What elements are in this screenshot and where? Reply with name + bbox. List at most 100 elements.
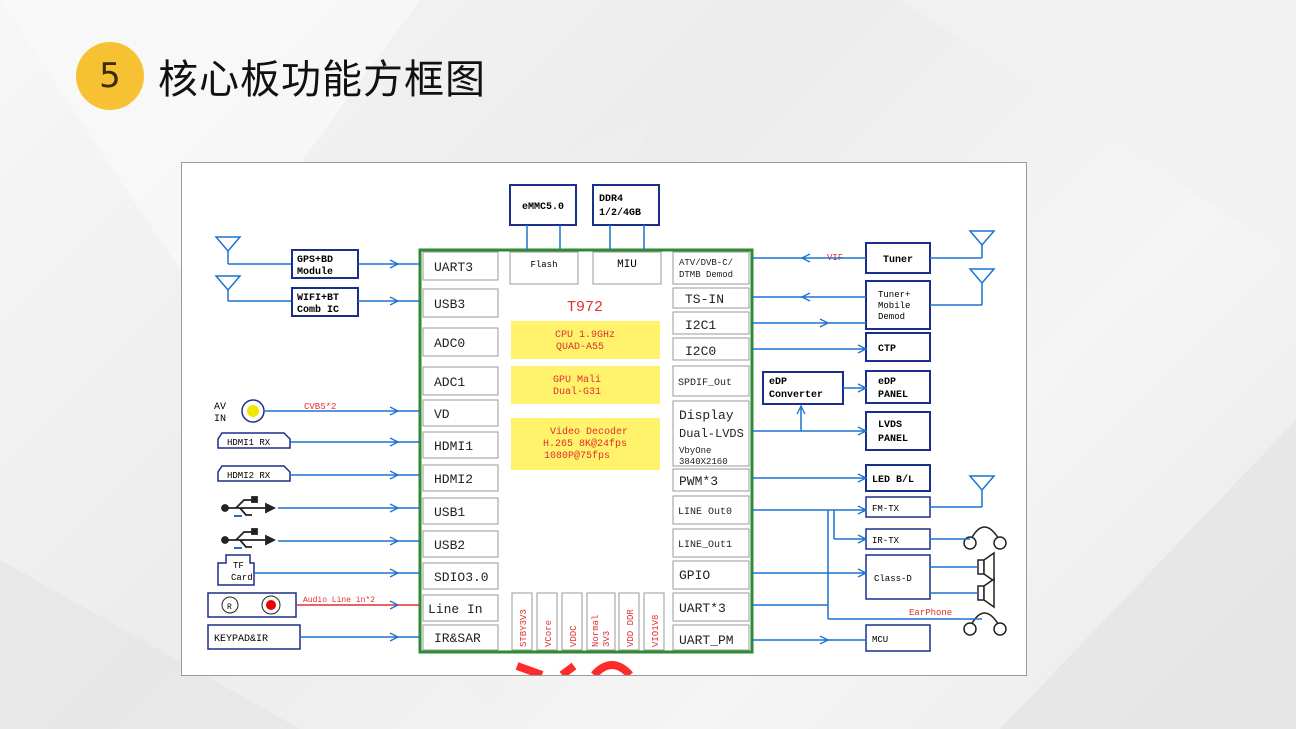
rail-vdd-ddr: VDD DDR bbox=[626, 609, 636, 647]
tf-card-icon bbox=[217, 554, 255, 586]
gps-label-1: GPS+BD bbox=[297, 255, 333, 266]
right-inbound-connections bbox=[802, 258, 866, 297]
port-flash-label: Flash bbox=[530, 260, 557, 270]
port-miu-label: MIU bbox=[617, 259, 637, 271]
left-antennas bbox=[214, 236, 292, 302]
usb1-icon bbox=[221, 496, 277, 516]
av-label-2: IN bbox=[214, 414, 226, 425]
port-usb3: USB3 bbox=[434, 297, 465, 312]
lvds-panel-label-2: PANEL bbox=[878, 434, 908, 445]
headphone-icon-1 bbox=[963, 526, 1007, 550]
port-usb1: USB1 bbox=[434, 505, 465, 520]
port-uartpm: UART_PM bbox=[679, 633, 734, 648]
port-tsin: TS-IN bbox=[685, 292, 724, 307]
ctp-box bbox=[865, 332, 931, 362]
port-atv-2: DTMB Demod bbox=[679, 270, 733, 280]
slide-title: 5 核心板功能方框图 bbox=[76, 42, 486, 110]
rail-vddc: VDDC bbox=[569, 625, 579, 647]
usb2-icon bbox=[221, 528, 277, 548]
port-spdif: SPDIF_Out bbox=[678, 378, 732, 389]
irtx-label: IR-TX bbox=[872, 536, 900, 546]
port-linein: Line In bbox=[428, 602, 483, 617]
headphone-icon-2 bbox=[963, 612, 1007, 636]
rail-3v3: 3V3 bbox=[602, 631, 612, 647]
hdmi2-connector-icon bbox=[217, 465, 291, 482]
port-i2c1: I2C1 bbox=[685, 318, 716, 333]
right-antennas bbox=[930, 230, 996, 508]
right-junction-lines bbox=[752, 322, 982, 641]
video-label-1: Video Decoder bbox=[550, 426, 628, 438]
earphone-label: EarPhone bbox=[909, 608, 952, 618]
power-rail-labels: STBY3V3 VCore VDDC Normal 3V3 VDD DDR VI… bbox=[519, 609, 661, 647]
port-flash bbox=[509, 251, 579, 285]
port-miu bbox=[592, 251, 662, 285]
lvds-panel-label-1: LVDS bbox=[878, 420, 902, 431]
audio-jack-r-label: R bbox=[227, 603, 232, 612]
cpu-label-1: CPU 1.9GHz bbox=[555, 330, 615, 341]
edp-panel-label-2: PANEL bbox=[878, 390, 908, 401]
ddr-label-2: 1/2/4GB bbox=[599, 207, 641, 219]
left-port-boxes bbox=[422, 251, 499, 651]
port-lvds: Dual-LVDS bbox=[679, 427, 744, 441]
port-resolution: 3840X2160 bbox=[679, 457, 728, 467]
audio-jack-l-icon bbox=[266, 600, 276, 610]
rail-vcore: VCore bbox=[544, 620, 554, 647]
speaker-icon bbox=[977, 551, 995, 609]
tf-label-2: Card bbox=[231, 573, 253, 583]
ddr-label-1: DDR4 bbox=[599, 194, 623, 205]
port-sdio: SDIO3.0 bbox=[434, 570, 489, 585]
port-usb2: USB2 bbox=[434, 538, 465, 553]
chip-name: T972 bbox=[567, 299, 603, 316]
mobile-label-3: Demod bbox=[878, 312, 905, 322]
right-outbound-connections bbox=[752, 323, 866, 640]
audio-jack-box bbox=[207, 592, 297, 618]
mobile-label-1: Tuner+ bbox=[878, 290, 910, 300]
audio-jack-r-icon bbox=[221, 596, 239, 614]
block-diagram-svg: eMMC5.0 DDR4 1/2/4GB Flash MIU T972 CPU … bbox=[207, 184, 1007, 675]
port-gpio: GPIO bbox=[679, 568, 710, 583]
video-label-2: H.265 8K@24fps bbox=[543, 438, 627, 450]
classd-box bbox=[865, 554, 931, 600]
edp-panel-label-1: eDP bbox=[878, 377, 896, 388]
port-uart3x: UART*3 bbox=[679, 601, 726, 616]
left-port-labels: UART3 USB3 ADC0 ADC1 VD HDMI1 HDMI2 USB1… bbox=[428, 260, 489, 646]
classd-label: Class-D bbox=[874, 574, 912, 584]
rail-vio: VIO1V8 bbox=[651, 615, 661, 647]
wifi-box bbox=[291, 287, 359, 317]
port-i2c0: I2C0 bbox=[685, 344, 716, 359]
keypad-box bbox=[207, 624, 301, 650]
hdmi1-label: HDMI1 RX bbox=[227, 438, 271, 448]
mcu-label: MCU bbox=[872, 635, 888, 645]
video-block bbox=[511, 418, 660, 470]
audio-label: Audio Line in*2 bbox=[303, 596, 375, 605]
port-lineout1: LINE_Out1 bbox=[678, 540, 732, 551]
port-lineout0: LINE Out0 bbox=[678, 507, 732, 518]
right-port-boxes bbox=[672, 251, 750, 651]
mcu-box bbox=[865, 624, 931, 652]
tf-label-1: TF bbox=[233, 561, 244, 571]
cvbs-label: CVBS*2 bbox=[304, 402, 336, 412]
page-title: 核心板功能方框图 bbox=[158, 57, 486, 103]
av-jack-core bbox=[247, 405, 259, 417]
edp-converter-label-1: eDP bbox=[769, 377, 787, 388]
left-connector-stubs bbox=[398, 300, 420, 638]
block-diagram: eMMC5.0 DDR4 1/2/4GB Flash MIU T972 CPU … bbox=[181, 162, 1027, 676]
cpu-label-2: QUAD-A55 bbox=[556, 342, 604, 353]
port-vbyone: VbyOne bbox=[679, 446, 711, 456]
av-label-1: AV bbox=[214, 402, 226, 413]
left-connections bbox=[254, 264, 398, 637]
cpu-block bbox=[511, 321, 660, 359]
emmc-label: eMMC5.0 bbox=[522, 202, 564, 213]
section-number-badge: 5 bbox=[76, 42, 144, 110]
right-inbound-stubs bbox=[752, 257, 802, 298]
hdmi2-label: HDMI2 RX bbox=[227, 471, 271, 481]
ctp-label: CTP bbox=[878, 344, 896, 355]
port-uart3: UART3 bbox=[434, 260, 473, 275]
gpu-block bbox=[511, 366, 660, 404]
port-atv-1: ATV/DVB-C/ bbox=[679, 258, 733, 268]
wifi-label-2: Comb IC bbox=[297, 304, 339, 316]
fmtx-label: FM-TX bbox=[872, 504, 900, 514]
edp-converter-label-2: Converter bbox=[769, 390, 823, 401]
gps-box bbox=[291, 249, 359, 279]
right-port-labels: ATV/DVB-C/ DTMB Demod TS-IN I2C1 I2C0 SP… bbox=[678, 258, 744, 648]
